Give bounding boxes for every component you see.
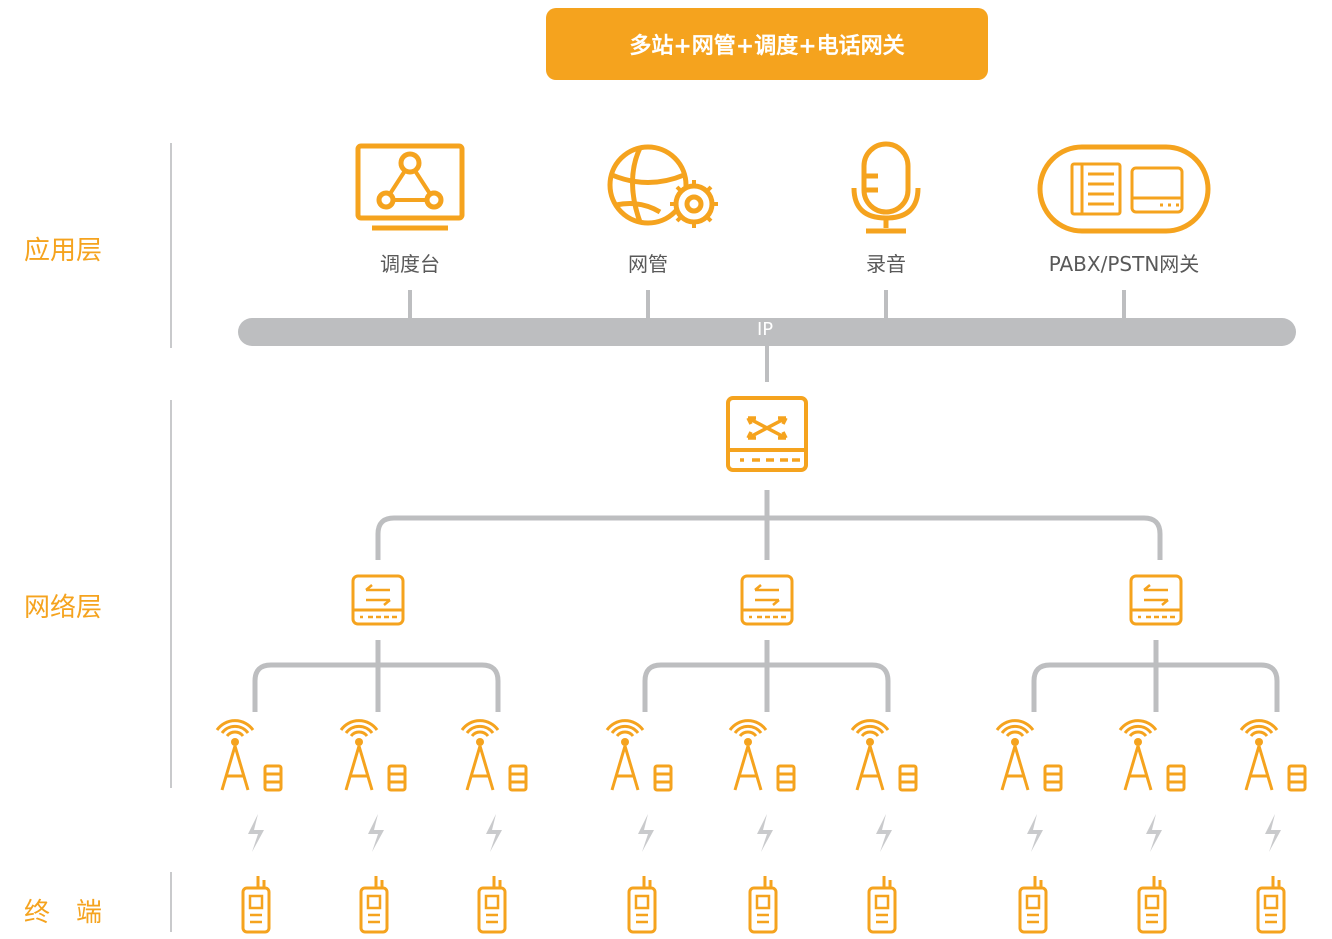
- app-connectors: [408, 290, 1126, 382]
- switch-icon: [1129, 574, 1183, 626]
- wireless-link-icon: [368, 814, 384, 852]
- microphone-icon: [851, 141, 921, 234]
- radio-terminal-icon: [867, 874, 897, 934]
- pabx-gateway-icon: [1037, 144, 1211, 234]
- wireless-link-icon: [638, 814, 654, 852]
- base-station-icon: [728, 719, 796, 792]
- wireless-link-icon: [876, 814, 892, 852]
- base-station-icon: [215, 719, 283, 792]
- core-switch-icon: [726, 396, 808, 472]
- radio-terminal-icon: [1018, 874, 1048, 934]
- branch-links: [252, 640, 1280, 712]
- radio-terminal-icon: [477, 874, 507, 934]
- wireless-link-icon: [1265, 814, 1281, 852]
- base-station-icon: [605, 719, 673, 792]
- base-station-icon: [339, 719, 407, 792]
- radio-terminal-icon: [1137, 874, 1167, 934]
- app-label-recording: 录音: [866, 252, 906, 276]
- base-station-icon: [850, 719, 918, 792]
- base-station-icon: [1118, 719, 1186, 792]
- wireless-link-icon: [1146, 814, 1162, 852]
- app-label-gateway: PABX/PSTN网关: [1048, 252, 1200, 276]
- app-label-network-management: 网管: [628, 252, 668, 276]
- wireless-link-icon: [1027, 814, 1043, 852]
- radio-terminal-icon: [241, 874, 271, 934]
- wireless-link-icon: [757, 814, 773, 852]
- app-label-dispatch: 调度台: [380, 252, 440, 276]
- ip-bus-label: IP: [757, 319, 774, 340]
- layer-label-application: 应用层: [24, 236, 103, 266]
- layer-divider-terminal: [170, 872, 172, 932]
- radio-terminal-icon: [359, 874, 389, 934]
- switch-icon: [740, 574, 794, 626]
- network-management-icon: [607, 144, 718, 228]
- base-station-icon: [460, 719, 528, 792]
- wireless-link-icon: [248, 814, 264, 852]
- radio-terminal-icon: [1256, 874, 1286, 934]
- title-banner-text: 多站+网管+调度+电话网关: [629, 34, 905, 59]
- core-links: [375, 490, 1163, 560]
- wireless-link-icon: [486, 814, 502, 852]
- layer-divider-network: [170, 400, 172, 788]
- layer-label-network: 网络层: [24, 593, 103, 623]
- radio-terminal-icon: [627, 874, 657, 934]
- layer-divider-application: [170, 143, 172, 348]
- switch-icon: [351, 574, 405, 626]
- layer-label-terminal: 终 端: [24, 898, 103, 928]
- base-station-icon: [995, 719, 1063, 792]
- dispatch-console-icon: [355, 143, 465, 231]
- radio-terminal-icon: [748, 874, 778, 934]
- title-banner: 多站+网管+调度+电话网关: [546, 8, 988, 80]
- base-station-icon: [1239, 719, 1307, 792]
